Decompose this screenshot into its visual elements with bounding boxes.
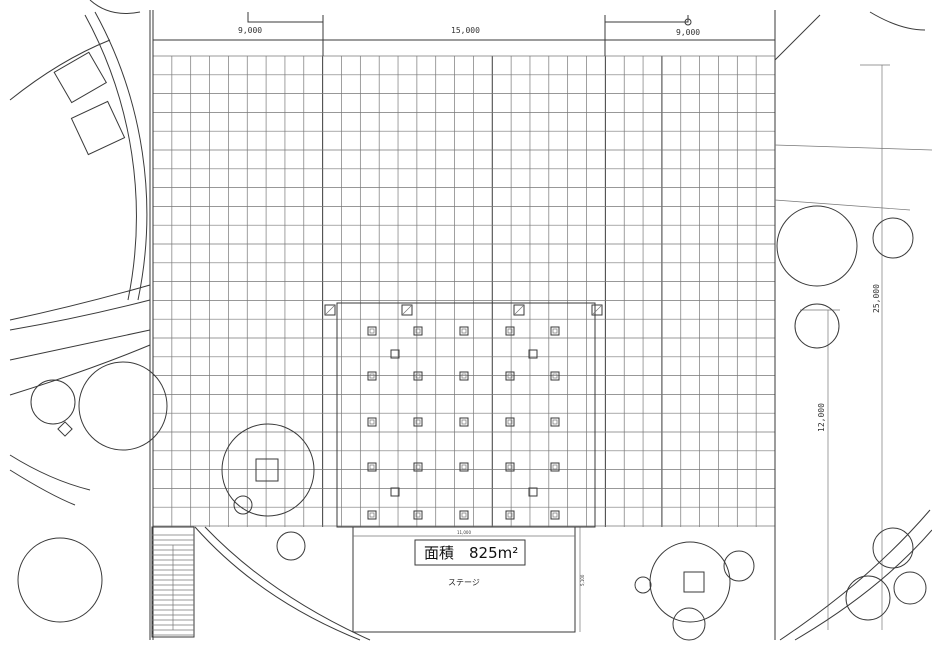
dim-top-left: 9,000 <box>238 26 262 35</box>
pillar <box>390 349 400 359</box>
pillar <box>413 510 423 520</box>
dimension-lines <box>149 10 932 640</box>
pillar <box>505 462 515 472</box>
area-label-box <box>414 539 526 566</box>
area-label: 面積 825m² <box>424 544 518 562</box>
pillar <box>367 510 377 520</box>
curved-paths <box>194 11 932 641</box>
dim-top-middle: 15,000 <box>451 26 480 35</box>
pillar <box>505 371 515 381</box>
pillar <box>505 417 515 427</box>
pillar <box>550 371 560 381</box>
dim-stage-width: 11,000 <box>457 530 471 535</box>
dim-stage-depth: 5,100 <box>580 574 585 586</box>
pillar <box>505 326 515 336</box>
pillar <box>528 487 538 497</box>
pillar <box>459 417 469 427</box>
pillar <box>505 510 515 520</box>
pillar <box>413 326 423 336</box>
stairs <box>151 526 195 638</box>
stage-outline <box>352 526 576 633</box>
corner-post <box>591 304 603 316</box>
pillar <box>459 462 469 472</box>
pillar <box>367 417 377 427</box>
tree-circles <box>17 205 927 641</box>
corner-post <box>401 304 413 316</box>
pillar <box>550 417 560 427</box>
dim-right-total: 25,000 <box>872 284 881 313</box>
pillar <box>459 326 469 336</box>
stage-label: ステージ <box>448 578 480 587</box>
circular-building <box>9 0 151 506</box>
pillar <box>459 510 469 520</box>
pillar <box>550 462 560 472</box>
pillar <box>528 349 538 359</box>
corner-post <box>324 304 336 316</box>
pillar <box>413 417 423 427</box>
pillar <box>367 326 377 336</box>
pillar <box>367 462 377 472</box>
pillar <box>550 510 560 520</box>
pillar <box>413 371 423 381</box>
pillar <box>413 462 423 472</box>
dim-top-right: 9,000 <box>676 28 700 37</box>
paving-grid <box>152 40 776 527</box>
dim-right-partial: 12,000 <box>817 403 826 432</box>
pillar <box>390 487 400 497</box>
pillar <box>367 371 377 381</box>
pillars <box>324 304 603 520</box>
corner-post <box>513 304 525 316</box>
pillar <box>459 371 469 381</box>
covered-area <box>336 302 596 528</box>
pillar <box>550 326 560 336</box>
